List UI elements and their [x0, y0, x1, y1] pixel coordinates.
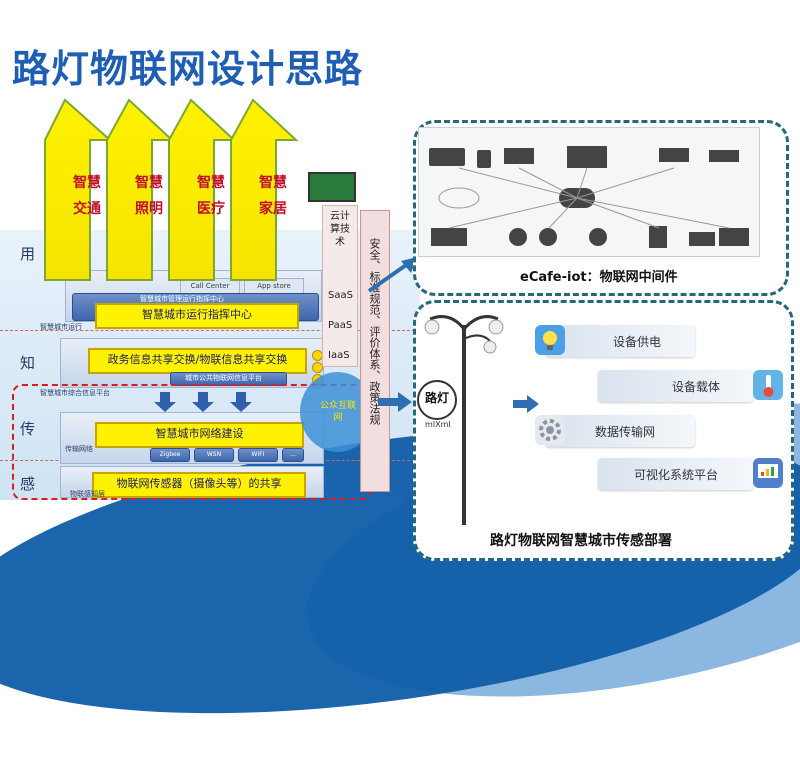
arrow-label-line: 智慧 [135, 175, 163, 191]
sensor-share-bar: 物联网传感器（摄像头等）的共享 [92, 472, 306, 498]
security-standards-column [360, 210, 390, 492]
thermometer-icon [753, 370, 783, 400]
application-layer-caption: 智慧城市运行 [40, 323, 82, 331]
sensing-layer-caption: 物联感知层 [70, 490, 105, 498]
feature-label: 可视化系统平台 [634, 468, 719, 482]
arrow-label-line: 照明 [135, 201, 163, 217]
connector-arrow-right [378, 392, 412, 412]
middleware-caption: eCafe-iot：物联网中间件 [520, 270, 678, 285]
command-center-header: 智慧城市管理运行指挥中心 [140, 295, 224, 303]
paas-label: PaaS [328, 320, 353, 331]
streetlight-sign-sub: mIXmI [425, 420, 451, 429]
arrow-label-line: 智慧 [197, 175, 225, 191]
command-center-bar: 智慧城市运行指挥中心 [95, 303, 299, 329]
feature-device-carrier: 设备载体 [598, 370, 753, 402]
command-center-bar-label: 智慧城市运行指挥中心 [142, 308, 252, 321]
arrow-label-line: 智慧 [259, 175, 287, 191]
arrow-label-home: 智慧 家居 [248, 170, 298, 222]
feature-label: 设备载体 [672, 380, 721, 394]
arrow-label-lighting: 智慧 照明 [124, 170, 174, 222]
dashboard-icon [753, 458, 783, 488]
wsn-chip: WSN [194, 448, 234, 462]
arrow-label-transport: 智慧 交通 [62, 170, 112, 222]
streetlight-pole-graphic [424, 315, 504, 525]
arrow-label-line: 交通 [73, 201, 101, 217]
streetlight-caption: 路灯物联网智慧城市传感部署 [490, 533, 672, 549]
side-label-know: 知 [20, 354, 36, 372]
saas-label: SaaS [328, 290, 353, 301]
feature-visual-platform: 可视化系统平台 [598, 458, 753, 490]
sensor-share-bar-label: 物联网传感器（摄像头等）的共享 [116, 477, 282, 490]
big-arrow [44, 98, 299, 281]
middleware-network-diagram-image [418, 127, 760, 257]
network-build-bar-label: 智慧城市网络建设 [155, 427, 244, 440]
layer-divider [0, 330, 420, 331]
cloud-computing-column [322, 205, 358, 367]
side-label-use: 用 [20, 245, 36, 263]
feature-data-network: 数据传输网 [545, 415, 695, 447]
status-dot [312, 362, 323, 373]
transfer-layer-caption: 传输网络 [65, 445, 93, 453]
streetlight-sign: 路灯 [417, 380, 457, 420]
info-exchange-bar: 政务信息共享交换/物联信息共享交换 [88, 348, 307, 374]
side-label-sense: 感 [20, 475, 36, 493]
gear-icon [535, 415, 565, 445]
billboard-screen-image [308, 172, 356, 202]
arrow-label-medical: 智慧 医疗 [186, 170, 236, 222]
side-label-transfer: 传 [20, 420, 36, 438]
feature-label: 设备供电 [613, 335, 662, 349]
page-title: 路灯物联网设计思路 [12, 47, 364, 91]
cloud-heading: 云计算技术 [330, 211, 350, 248]
downlink-arrows [154, 392, 252, 412]
knowledge-layer-caption: 智慧城市综合信息平台 [40, 389, 110, 397]
iaas-label: IaaS [328, 350, 350, 361]
feature-label: 数据传输网 [595, 425, 656, 439]
more-chip: ... [282, 448, 304, 462]
streetlight-arrow-right [513, 395, 539, 413]
info-exchange-bar-label: 政务信息共享交换/物联信息共享交换 [107, 353, 288, 366]
feature-power-supply: 设备供电 [545, 325, 695, 357]
arrow-label-line: 家居 [259, 201, 287, 217]
zigbee-chip: Zigbee [150, 448, 190, 462]
arrow-label-line: 智慧 [73, 175, 101, 191]
wifi-chip: WIFI [238, 448, 278, 462]
device-network-graphic [429, 146, 749, 248]
lightbulb-icon [535, 325, 565, 355]
public-internet-label: 公众互联网 [319, 401, 356, 423]
big-arrows-group [44, 98, 299, 281]
info-platform-label: 城市公共物联网信息平台 [185, 374, 262, 382]
arrow-label-line: 医疗 [197, 201, 225, 217]
network-build-bar: 智慧城市网络建设 [95, 422, 304, 448]
